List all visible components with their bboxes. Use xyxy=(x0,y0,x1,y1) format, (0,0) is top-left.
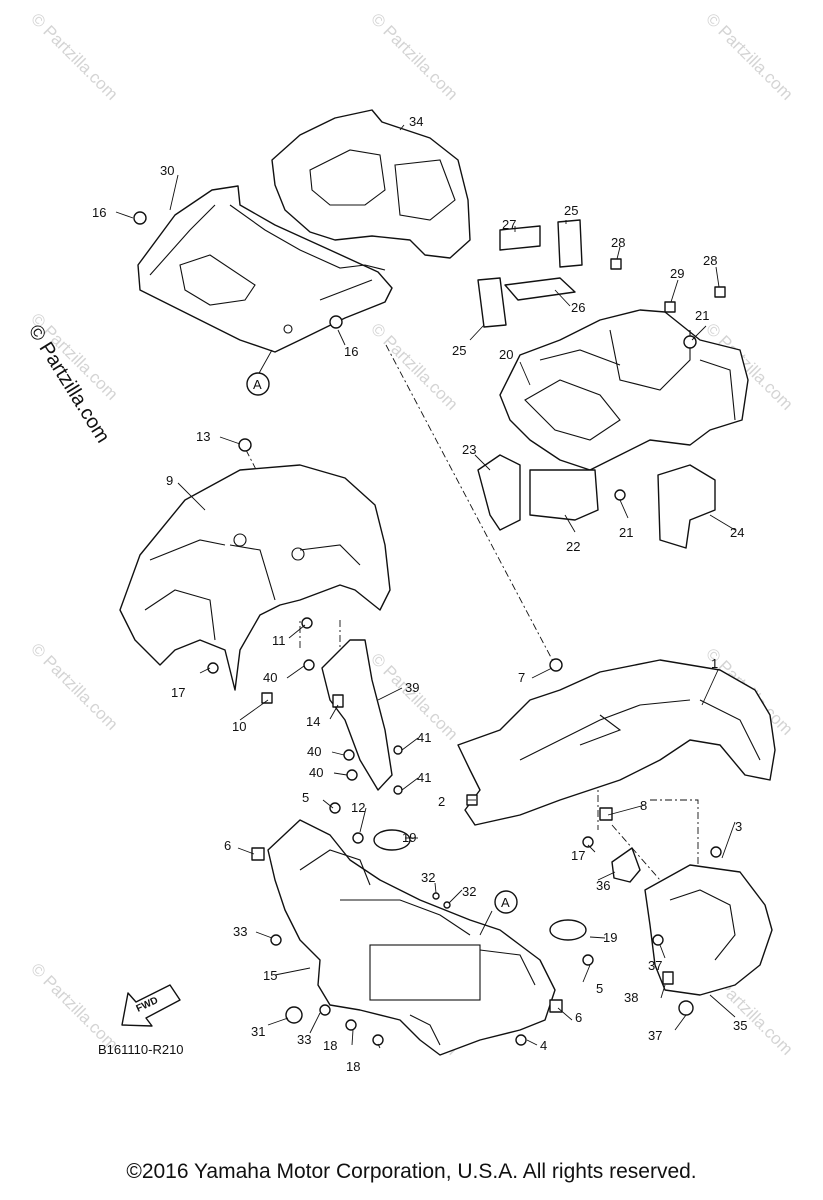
part-label-40c: 40 xyxy=(309,765,323,780)
part-label-41b: 41 xyxy=(417,770,431,785)
part-label-32a: 32 xyxy=(421,870,435,885)
part-label-9: 9 xyxy=(166,473,173,488)
part-label-18a: 18 xyxy=(323,1038,337,1053)
watermark: © Partzilla.com xyxy=(27,9,121,103)
part-label-6a: 6 xyxy=(224,838,231,853)
part-label-2: 2 xyxy=(438,794,445,809)
part-label-28a: 28 xyxy=(611,235,625,250)
fwd-arrow: FWD xyxy=(121,984,181,1027)
part-label-39: 39 xyxy=(405,680,419,695)
part-30-front-top-cover xyxy=(137,185,393,353)
part-label-25b: 25 xyxy=(452,343,466,358)
callout-label: A xyxy=(253,377,262,392)
copyright-notice: ©2016 Yamaha Motor Corporation, U.S.A. A… xyxy=(126,1160,697,1183)
part-label-17a: 17 xyxy=(171,685,185,700)
part-label-41a: 41 xyxy=(417,730,431,745)
part-label-38: 38 xyxy=(624,990,638,1005)
part-label-18b: 18 xyxy=(346,1059,360,1074)
callout-label: A xyxy=(501,895,510,910)
part-label-6b: 6 xyxy=(575,1010,582,1025)
part-label-21a: 21 xyxy=(619,525,633,540)
part-label-5a: 5 xyxy=(302,790,309,805)
part-9-front-fender xyxy=(119,464,391,691)
part-label-31: 31 xyxy=(251,1024,265,1039)
part-36-bracket xyxy=(611,847,641,883)
part-label-36: 36 xyxy=(596,878,610,893)
part-label-16b: 16 xyxy=(344,344,358,359)
watermark: © Partzilla.com xyxy=(702,9,796,103)
part-label-32b: 32 xyxy=(462,884,476,899)
part-label-12: 12 xyxy=(351,800,365,815)
part-19-boots xyxy=(373,829,587,941)
fasteners xyxy=(133,211,726,1046)
part-number-labels: 1 2 3 4 5 5 6 6 7 8 9 10 11 12 13 14 15 … xyxy=(92,114,747,1074)
part-39-side-panel xyxy=(321,639,393,791)
part-22-24-covers xyxy=(477,454,716,549)
part-label-35: 35 xyxy=(733,1018,747,1033)
leader-lines xyxy=(115,124,736,1049)
part-label-22: 22 xyxy=(566,539,580,554)
part-label-17b: 17 xyxy=(571,848,585,863)
part-label-13: 13 xyxy=(196,429,210,444)
part-34-top-panel xyxy=(229,109,471,271)
part-label-34: 34 xyxy=(409,114,423,129)
part-20-bracket xyxy=(499,309,749,471)
part-label-21b: 21 xyxy=(695,308,709,323)
part-1-rear-fender xyxy=(457,659,776,826)
part-label-24: 24 xyxy=(730,525,744,540)
part-label-14: 14 xyxy=(306,714,320,729)
part-25-27-pads xyxy=(477,219,583,328)
part-35-inner-fender xyxy=(644,864,773,996)
part-label-16a: 16 xyxy=(92,205,106,220)
callout-a-bottom: A xyxy=(494,890,518,914)
watermark: © Partzilla.com xyxy=(27,959,121,1053)
part-label-1: 1 xyxy=(711,656,718,671)
part-label-4: 4 xyxy=(540,1038,547,1053)
watermark: © Partzilla.com xyxy=(27,639,121,733)
part-label-23: 23 xyxy=(462,442,476,457)
part-label-26: 26 xyxy=(571,300,585,315)
part-label-15: 15 xyxy=(263,968,277,983)
part-label-7: 7 xyxy=(518,670,525,685)
part-label-25a: 25 xyxy=(564,203,578,218)
part-label-19b: 19 xyxy=(603,930,617,945)
part-label-33a: 33 xyxy=(233,924,247,939)
part-15-front-lower-cover xyxy=(267,819,556,1056)
part-label-3: 3 xyxy=(735,819,742,834)
part-label-40b: 40 xyxy=(307,744,321,759)
part-label-40a: 40 xyxy=(263,670,277,685)
callout-a-top: A xyxy=(246,372,270,396)
part-label-28b: 28 xyxy=(703,253,717,268)
part-label-37b: 37 xyxy=(648,1028,662,1043)
part-label-33b: 33 xyxy=(297,1032,311,1047)
part-label-37a: 37 xyxy=(648,958,662,973)
part-label-10: 10 xyxy=(232,719,246,734)
part-label-20: 20 xyxy=(499,347,513,362)
part-label-30: 30 xyxy=(160,163,174,178)
part-label-19a: 19 xyxy=(402,830,416,845)
part-label-5b: 5 xyxy=(596,981,603,996)
part-label-8: 8 xyxy=(640,798,647,813)
part-label-29: 29 xyxy=(670,266,684,281)
part-label-27: 27 xyxy=(502,217,516,232)
part-label-11: 11 xyxy=(272,633,286,648)
watermark: © Partzilla.com xyxy=(367,9,461,103)
diagram-code: B161110-R210 xyxy=(98,1042,184,1057)
